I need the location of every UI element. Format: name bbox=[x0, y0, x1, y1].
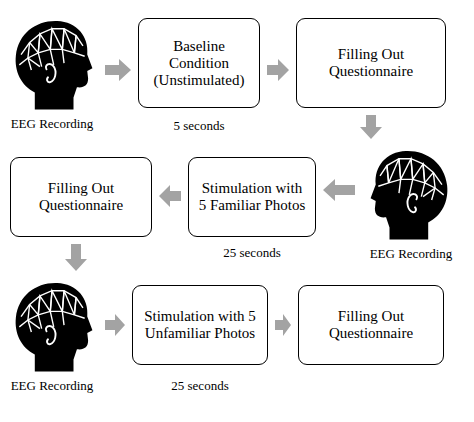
box-text: Stimulation with 5 Familiar Photos bbox=[197, 180, 307, 214]
block-arrow bbox=[360, 115, 382, 139]
box-text: Filling Out Questionnaire bbox=[19, 180, 143, 214]
duration-label: 25 seconds bbox=[223, 245, 280, 260]
block-arrow bbox=[159, 185, 181, 207]
box-text: Stimulation with 5 Unfamiliar Photos bbox=[141, 308, 259, 342]
head-caption: EEG Recording bbox=[370, 246, 453, 261]
eeg-head-node: EEG Recording bbox=[6, 278, 98, 393]
process-box: Stimulation with 5 Familiar Photos bbox=[188, 157, 316, 237]
block-arrow bbox=[65, 244, 87, 271]
block-arrow bbox=[105, 314, 125, 336]
block-arrow bbox=[323, 179, 355, 201]
head-illustration bbox=[9, 278, 95, 374]
head-illustration bbox=[368, 146, 454, 242]
process-box: Filling Out Questionnaire bbox=[296, 18, 446, 108]
process-box: Baseline Condition (Unstimulated) bbox=[138, 18, 260, 108]
process-box: Stimulation with 5 Unfamiliar Photos bbox=[132, 285, 268, 365]
block-arrow bbox=[275, 314, 291, 336]
head-caption: EEG Recording bbox=[11, 116, 94, 131]
duration-label: 5 seconds bbox=[174, 118, 225, 133]
box-text: Filling Out Questionnaire bbox=[305, 46, 437, 80]
box-text: Baseline Condition (Unstimulated) bbox=[147, 38, 251, 89]
block-arrow bbox=[267, 59, 289, 81]
eeg-head-node: EEG Recording bbox=[362, 146, 460, 261]
duration-label: 25 seconds bbox=[171, 378, 228, 393]
head-illustration bbox=[9, 16, 95, 112]
eeg-head-node: EEG Recording bbox=[6, 16, 98, 131]
block-arrow bbox=[105, 59, 131, 81]
box-text: Filling Out Questionnaire bbox=[307, 308, 435, 342]
head-caption: EEG Recording bbox=[11, 378, 94, 393]
process-box: Filling Out Questionnaire bbox=[298, 285, 444, 365]
process-box: Filling Out Questionnaire bbox=[10, 157, 152, 237]
